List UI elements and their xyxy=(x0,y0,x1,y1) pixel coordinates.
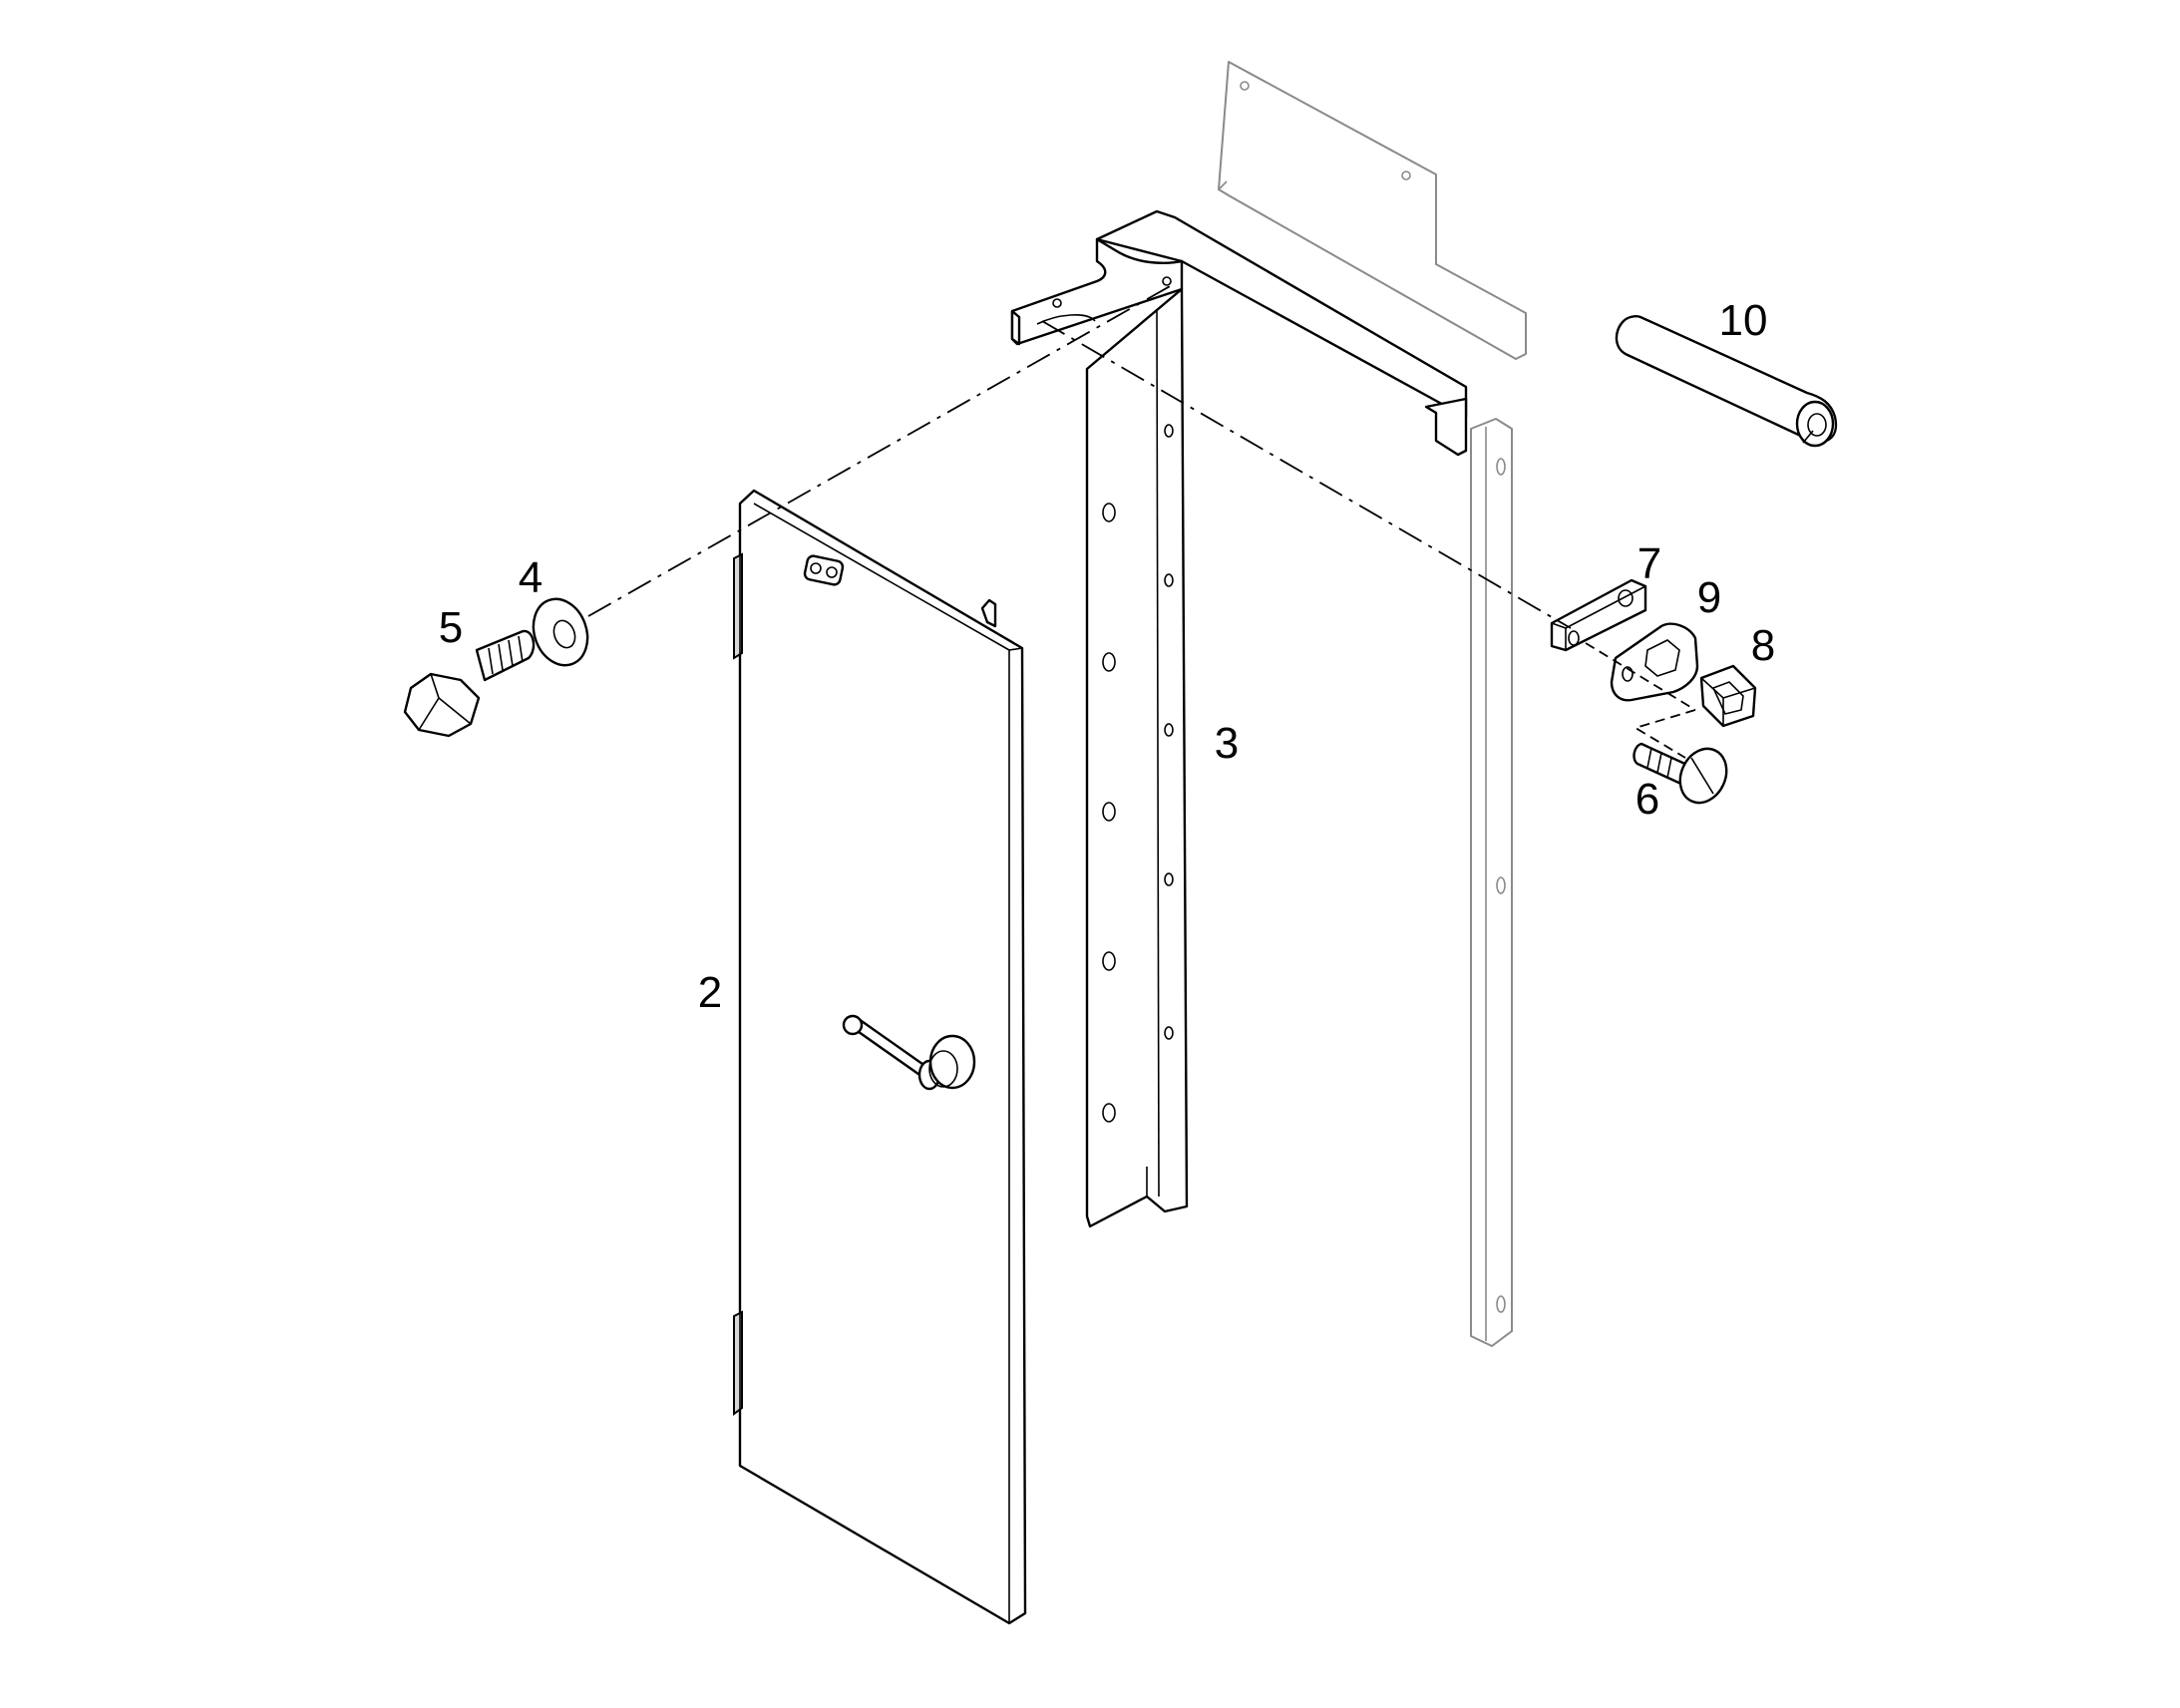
ghost-mounting-plate xyxy=(1217,61,1527,360)
callout-part-8: 8 xyxy=(1751,621,1775,670)
lock-bracket-part xyxy=(1610,622,1699,702)
frame-bracket-part xyxy=(1010,209,1468,1228)
callout-part-5: 5 xyxy=(439,603,463,652)
ghost-vertical-rail xyxy=(1470,418,1513,1347)
hex-bolt-part xyxy=(403,629,536,738)
assembly-centerlines xyxy=(587,284,1696,759)
square-cap-part xyxy=(1699,664,1757,728)
callout-part-7: 7 xyxy=(1637,539,1661,588)
slotted-screw-part xyxy=(1633,742,1728,805)
callout-part-4: 4 xyxy=(519,553,543,602)
callout-part-2: 2 xyxy=(698,968,722,1017)
door-part xyxy=(733,489,1027,1625)
callout-part-3: 3 xyxy=(1215,719,1239,768)
flat-plate-part xyxy=(1550,578,1647,652)
callout-part-9: 9 xyxy=(1697,573,1721,622)
callout-part-6: 6 xyxy=(1635,775,1659,824)
washer-part xyxy=(532,597,589,667)
tube-profile-part xyxy=(1615,315,1838,448)
callout-part-10: 10 xyxy=(1719,296,1768,345)
